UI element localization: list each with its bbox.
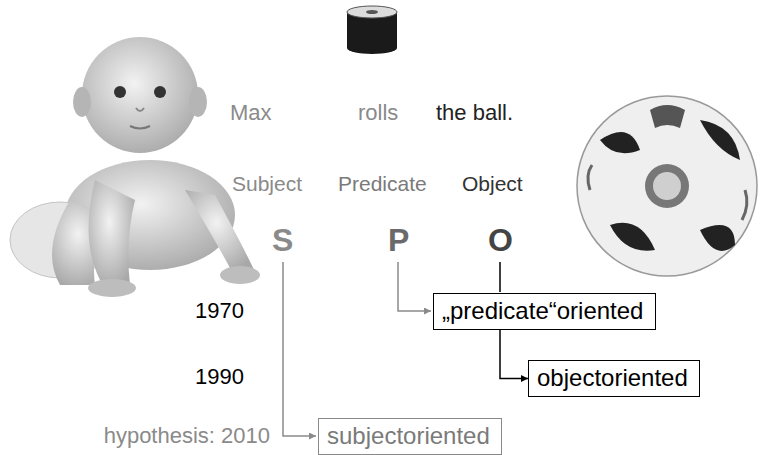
box-text: objectoriented xyxy=(537,364,688,392)
result-box: objectoriented xyxy=(528,360,700,397)
box-text: subjectoriented xyxy=(327,422,490,450)
spool-hole xyxy=(366,10,378,14)
grammar-term: Object xyxy=(462,172,523,196)
sentence-word: rolls xyxy=(358,100,398,125)
ball-logo xyxy=(645,164,689,208)
spool-bottom xyxy=(347,42,397,54)
grammar-letter: S xyxy=(272,222,293,259)
baby-eye xyxy=(114,86,126,98)
ball-pattern xyxy=(700,120,740,160)
box-text: „predicate“oriented xyxy=(442,297,643,325)
grammar-term: Subject xyxy=(232,172,302,196)
year-label: 1990 xyxy=(195,364,244,389)
result-box: subjectoriented xyxy=(318,418,502,455)
baby-ear xyxy=(189,87,207,117)
ball-seam xyxy=(588,165,592,190)
connector-arrow xyxy=(500,330,528,379)
spool-photo xyxy=(347,6,397,54)
ball-pattern xyxy=(610,223,655,251)
result-box: „predicate“oriented xyxy=(433,293,656,330)
ball-seam xyxy=(742,190,747,220)
ball-pattern xyxy=(650,105,685,128)
baby-eye xyxy=(154,86,166,98)
year-label: hypothesis: 2010 xyxy=(104,423,270,448)
baby-ear xyxy=(73,87,91,117)
baby-hand xyxy=(220,266,260,284)
baby-hand xyxy=(88,279,136,297)
sentence-word: Max xyxy=(230,100,272,125)
ball-outline xyxy=(577,96,757,276)
baby-photo xyxy=(10,37,260,297)
ball-logo xyxy=(653,172,681,200)
baby-nose xyxy=(136,108,144,111)
sentence-word: the ball. xyxy=(436,100,513,125)
baby-mouth xyxy=(130,126,150,129)
year-label: 1970 xyxy=(195,298,244,323)
ball-pattern xyxy=(700,225,735,251)
baby-arm xyxy=(89,180,135,285)
grammar-letter: O xyxy=(488,222,513,259)
ball-photo xyxy=(577,96,757,276)
grammar-term: Predicate xyxy=(338,172,427,196)
baby-arm xyxy=(185,190,255,272)
leader-line xyxy=(283,262,316,436)
ball-pattern xyxy=(600,132,640,153)
spool-top xyxy=(347,6,397,18)
baby-head xyxy=(82,37,198,153)
leader-line xyxy=(499,262,501,292)
grammar-letter: P xyxy=(388,222,409,259)
leader-line xyxy=(398,262,431,311)
